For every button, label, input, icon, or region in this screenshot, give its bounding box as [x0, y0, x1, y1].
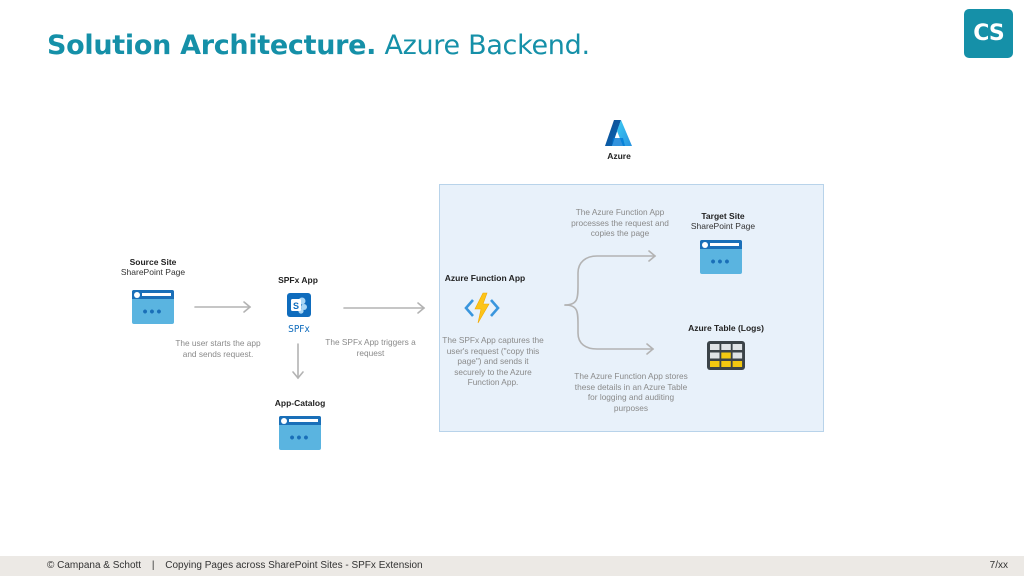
logo-text: CS	[973, 21, 1004, 46]
arrow-function-to-target	[564, 250, 657, 306]
target-sharepoint-page-icon: •••	[700, 240, 742, 274]
company-logo: CS	[964, 9, 1013, 58]
svg-text:S: S	[293, 301, 299, 311]
source-site-title: Source Site	[129, 257, 177, 267]
azure-logo-icon	[604, 119, 634, 147]
azure-function-icon	[464, 292, 500, 324]
slide-title-bold: Solution Architecture.	[47, 30, 377, 61]
source-site-subtitle: SharePoint Page	[120, 267, 186, 277]
slide-title: Solution Architecture. Azure Backend.	[47, 30, 590, 61]
azure-table-description: The Azure Function App stores these deta…	[574, 371, 688, 413]
app-catalog-icon: •••	[279, 416, 321, 450]
slide-title-light: Azure Backend.	[384, 30, 590, 61]
function-app-title: Azure Function App	[444, 273, 526, 283]
azure-label: Azure	[607, 151, 631, 161]
spfx-icon: S SPFx	[287, 293, 311, 335]
function-app-description: The SPFx App captures the user's request…	[442, 335, 544, 387]
app-catalog-title: App-Catalog	[274, 398, 326, 408]
arrow-function-to-table	[564, 304, 655, 355]
azure-table-icon	[707, 341, 745, 370]
arrow-spfx-to-catalog	[292, 343, 304, 380]
azure-table-title: Azure Table (Logs)	[688, 323, 764, 333]
footer-presentation-title: Copying Pages across SharePoint Sites - …	[165, 560, 423, 571]
footer-copyright: © Campana & Schott	[47, 560, 142, 571]
slide-footer: © Campana & Schott | Copying Pages acros…	[0, 556, 1024, 576]
footer-left: © Campana & Schott | Copying Pages acros…	[47, 560, 423, 571]
target-site-description: The Azure Function App processes the req…	[571, 207, 669, 238]
spfx-app-description: The SPFx App triggers a request	[325, 337, 416, 358]
footer-page-number: 7/xx	[989, 560, 1008, 571]
source-site-description: The user starts the app and sends reques…	[175, 338, 261, 359]
target-site-subtitle: SharePoint Page	[690, 221, 756, 231]
arrow-spfx-to-function	[343, 302, 426, 314]
spfx-icon-text: SPFx	[288, 324, 310, 335]
target-site-title: Target Site	[701, 211, 745, 221]
sharepoint-page-icon: •••	[132, 290, 174, 324]
azure-container	[439, 184, 824, 432]
spfx-app-title: SPFx App	[278, 275, 318, 285]
footer-separator: |	[151, 560, 155, 571]
arrow-source-to-spfx	[194, 301, 252, 313]
